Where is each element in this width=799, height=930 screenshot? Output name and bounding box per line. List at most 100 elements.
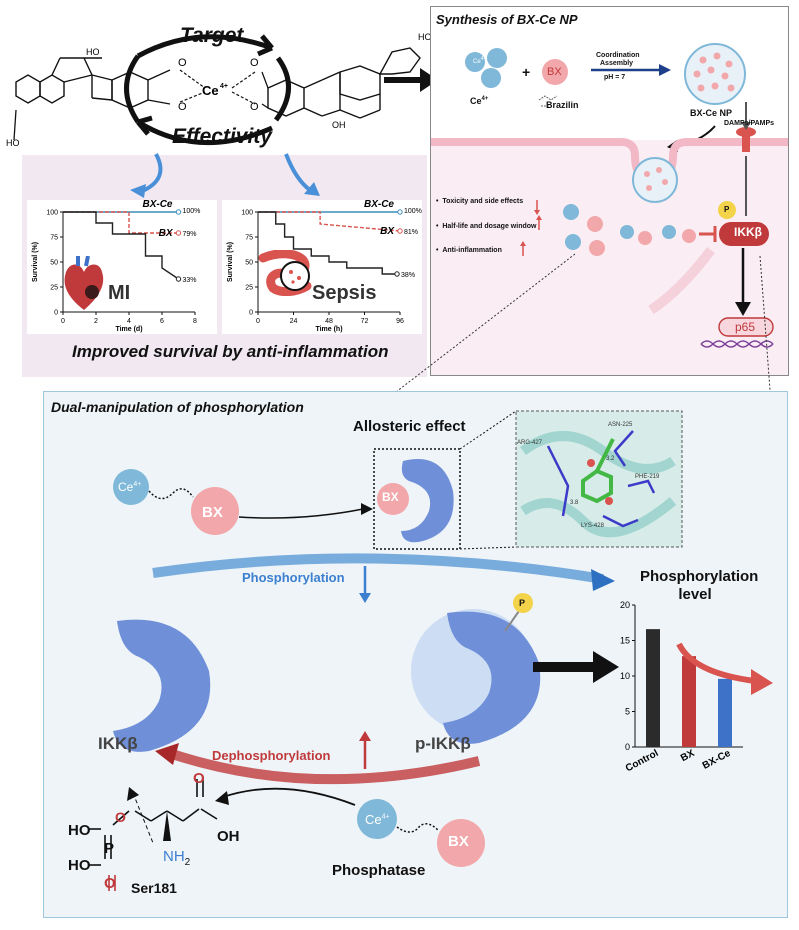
ce-center-sup: 4+ <box>220 83 228 90</box>
x-tick-label: 24 <box>290 318 298 325</box>
series-end-label: 33% <box>183 277 197 284</box>
survival-caption: Improved survival by anti-inflammation <box>72 342 389 361</box>
bar <box>646 629 660 747</box>
x-tick-label: 48 <box>325 318 333 325</box>
target-label: Target <box>180 24 244 47</box>
ce-ion-label: Ce4+ <box>473 56 487 65</box>
ser181-label: Ser181 <box>131 880 177 896</box>
y-tick-label: 100 <box>241 210 253 217</box>
intestine-icon <box>258 250 312 296</box>
bx-in-box-label: BX <box>382 490 399 504</box>
series-end-marker <box>175 230 182 236</box>
bar <box>718 678 732 747</box>
p-badge-label: P <box>724 205 730 214</box>
series-name: BX-Ce <box>142 200 172 210</box>
bar-y-tick-label: 20 <box>620 600 630 610</box>
bx-label: BX <box>448 833 469 850</box>
allosteric-label: Allosteric effect <box>353 418 466 435</box>
o-label: O <box>178 57 187 69</box>
bx-label: BX <box>202 504 223 521</box>
dephosphorylation-label: Dephosphorylation <box>212 748 331 763</box>
y-tick-label: 75 <box>50 235 58 242</box>
chem-o: O <box>104 875 116 892</box>
damps-label: DAMPs/PAMPs <box>724 120 775 127</box>
series-end-marker <box>175 276 182 282</box>
chem-p: P <box>104 840 115 857</box>
blue-arrows <box>130 153 320 198</box>
bar-category-label: BX-Ce <box>701 748 733 772</box>
ce-label: Ce4+ <box>365 812 390 827</box>
y-tick-label: 50 <box>50 260 58 267</box>
series-line <box>63 211 179 280</box>
x-tick-label: 0 <box>256 318 260 325</box>
chem-ho: HO <box>68 822 91 839</box>
phosphorylation-label: Phosphorylation <box>242 570 345 585</box>
x-tick-label: 0 <box>61 318 65 325</box>
ce-label: Ce4+ <box>118 480 142 494</box>
ce-center-label: Ce <box>202 83 219 98</box>
p-badge-label: P <box>519 598 526 608</box>
series-end-marker <box>397 209 403 215</box>
chem-o: O <box>193 770 205 787</box>
oh-label: OH <box>332 120 346 130</box>
chem-oh: OH <box>217 828 240 845</box>
series-line <box>258 211 401 232</box>
series-end-marker <box>175 209 182 215</box>
o-label: O <box>178 101 187 113</box>
right-arrow <box>384 68 438 92</box>
x-tick-label: 2 <box>94 318 98 325</box>
ho-label: HO <box>6 138 20 148</box>
distance-label: 3.8 <box>570 500 579 506</box>
series-end-label: 100% <box>404 208 422 215</box>
ikkb-label: IKKβ <box>98 734 138 753</box>
series-end-marker <box>394 271 400 277</box>
ho-label: HO <box>86 47 100 57</box>
y-tick-label: 0 <box>54 310 58 317</box>
x-axis-label: Time (h) <box>315 326 342 333</box>
series-end-label: 79% <box>183 231 197 238</box>
bullet-item: • Half-life and dosage window <box>436 223 537 230</box>
series-line <box>258 211 398 275</box>
series-name: BX-Ce <box>364 200 394 210</box>
bar-y-tick-label: 15 <box>620 636 630 646</box>
heart-icon <box>64 256 104 310</box>
series-end-marker <box>397 228 403 234</box>
bar-y-tick-label: 10 <box>620 671 630 681</box>
bar-y-tick-label: 0 <box>625 742 630 752</box>
bar-category-label: BX <box>679 748 697 764</box>
np-label: BX-Ce NP <box>690 108 733 118</box>
residue-label: PHE-219 <box>635 474 660 480</box>
y-tick-label: 25 <box>50 285 58 292</box>
x-tick-label: 4 <box>127 318 131 325</box>
series-name: BX <box>159 228 174 239</box>
assembly-label: Assembly <box>600 60 634 67</box>
brazilin-label: Brazilin <box>546 100 579 110</box>
bar-chart-title: Phosphorylation level <box>640 568 759 603</box>
effectivity-label: Effectivity <box>172 125 272 148</box>
coordination-label: Coordination <box>596 52 640 59</box>
y-tick-label: 75 <box>245 235 253 242</box>
x-tick-label: 96 <box>396 318 404 325</box>
ho-label: HO <box>418 32 430 42</box>
chem-ho: HO <box>68 857 91 874</box>
y-tick-label: 0 <box>249 310 253 317</box>
x-tick-label: 8 <box>193 318 197 325</box>
sepsis-label: Sepsis <box>312 282 377 304</box>
ce4-label: Ce4+ <box>470 96 489 106</box>
zoom-lines <box>395 253 771 393</box>
x-axis-label: Time (d) <box>115 326 142 333</box>
series-end-label: 100% <box>183 208 201 215</box>
o-label: O <box>250 57 259 69</box>
mi-label: MI <box>108 282 131 304</box>
ph-label: pH = 7 <box>604 74 626 81</box>
brazilin-ce-structure: O O O O Ce 4+ HO HO HO OH <box>6 32 430 148</box>
synthesis-title: Synthesis of BX-Ce NP <box>436 12 578 27</box>
residue-label: ASN-225 <box>608 422 633 428</box>
bottom-title: Dual-manipulation of phosphorylation <box>51 399 304 415</box>
residue-label: LYS-428 <box>581 523 604 529</box>
bar-y-tick-label: 5 <box>625 707 630 717</box>
ikkb-label: IKKβ <box>734 225 762 239</box>
p-ikkb-label: p-IKKβ <box>415 734 471 753</box>
